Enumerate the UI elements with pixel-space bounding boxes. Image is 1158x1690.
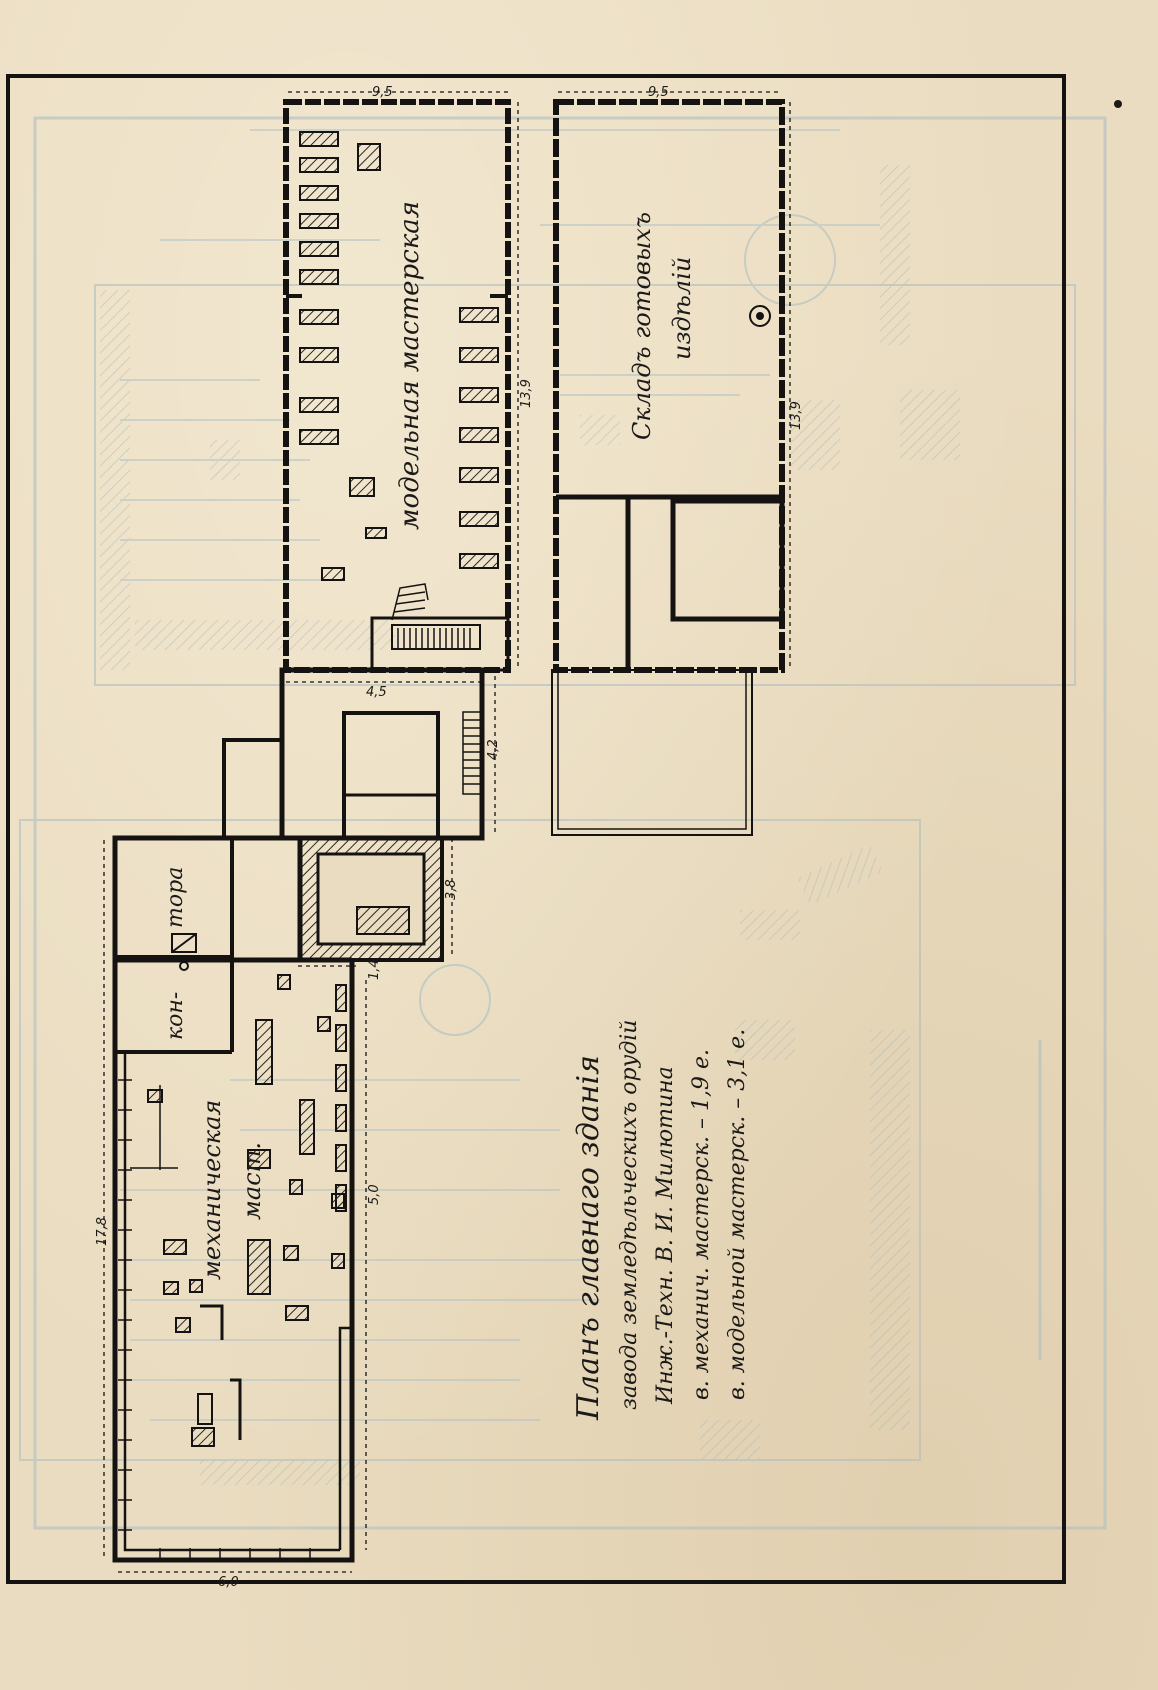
- caption-line2: завода земледѣльческихъ орудій: [617, 1020, 642, 1410]
- kontora-label-part1: кон-: [163, 992, 188, 1040]
- forge-room: [298, 836, 444, 962]
- dimension-lines: [103, 91, 791, 1573]
- caption-line3: Инж.-Техн. В. И. Милютина: [653, 1066, 678, 1405]
- warehouse-label-line1: Складъ готовыхъ: [628, 212, 656, 440]
- warehouse: [551, 99, 785, 836]
- mech-shop-label-line1: механическая: [198, 1100, 226, 1280]
- dim-door-width: 1,4: [367, 959, 382, 980]
- ink-spot: [1114, 100, 1122, 108]
- dim-model-width: 9,5: [372, 85, 393, 100]
- model-shop-benches: [299, 131, 499, 581]
- caption-line5: в. модельной мастерск. – 3,1 е.: [725, 1029, 750, 1400]
- warehouse-label-line2: издѣлій: [668, 257, 696, 360]
- passage-stair: [462, 711, 482, 795]
- model-shop-stair: [391, 583, 471, 648]
- kontora-label-part2: тора: [163, 867, 188, 928]
- dim-forge-width: 3,8: [444, 879, 459, 900]
- plan-caption: Планъ главнаго зданія завода земледѣльче…: [571, 1020, 750, 1421]
- bleed-through-ghost: [19, 116, 1107, 1530]
- mech-shop-label-line2: маст.: [238, 1142, 266, 1220]
- warehouse-fixture-dot: [756, 312, 764, 320]
- dim-model-length: 13,9: [519, 379, 534, 408]
- dim-passage-width: 4,5: [366, 685, 387, 700]
- dim-mech-width: 6,0: [218, 1575, 239, 1590]
- passage-block: [222, 667, 485, 841]
- kontora-fixture: [171, 933, 197, 971]
- dim-mech-inner-width: 5,0: [367, 1184, 382, 1205]
- dim-total-length: 17,8: [95, 1217, 110, 1246]
- mech-shop-machines: [147, 974, 347, 1447]
- dim-warehouse-width: 9,5: [648, 85, 669, 100]
- model-shop-label: модельная мастерская: [395, 201, 425, 530]
- dim-warehouse-length: 13,9: [789, 401, 804, 430]
- mech-shop-partitions: [197, 1304, 242, 1440]
- caption-line4: в. механич. мастерск. – 1,9 е.: [689, 1049, 714, 1400]
- page-frame: [6, 74, 1066, 1584]
- caption-title: Планъ главнаго зданія: [571, 1055, 606, 1421]
- warehouse-fixture: [749, 305, 771, 327]
- dim-passage-length: 4,2: [486, 739, 501, 760]
- mechanical-shop: [112, 835, 355, 1563]
